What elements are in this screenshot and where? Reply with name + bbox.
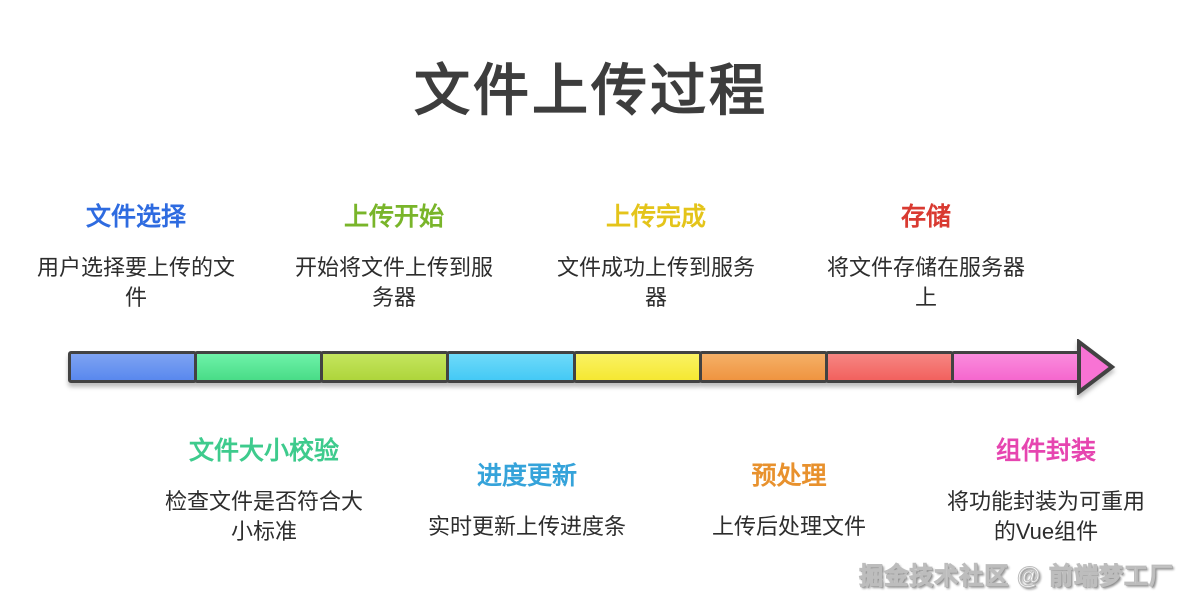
watermark: 掘金技术社区 @ 前端梦工厂 [859, 563, 1174, 591]
stage-title: 文件选择 [85, 203, 186, 231]
stage-title: 上传开始 [343, 203, 444, 231]
arrow-segment-storage [824, 351, 954, 383]
stage-description: 将功能封装为可重用的Vue组件 [946, 489, 1145, 544]
arrow-segment-component-wrap [950, 351, 1080, 383]
stage-storage: 存储 将文件存储在服务器上 [821, 203, 1031, 313]
stage-description: 将文件存储在服务器上 [826, 255, 1025, 310]
stage-description: 上传后处理文件 [711, 514, 866, 539]
stage-title: 上传完成 [605, 203, 706, 231]
stage-preprocess: 预处理 上传后处理文件 [684, 462, 894, 542]
arrow-segment-file-size-check [194, 351, 324, 383]
stage-description: 实时更新上传进度条 [427, 514, 626, 539]
stage-description: 用户选择要上传的文件 [36, 255, 235, 310]
arrow-segment-file-select [68, 351, 198, 383]
stage-description: 文件成功上传到服务器 [556, 255, 755, 310]
stage-upload-complete: 上传完成 文件成功上传到服务器 [551, 203, 761, 313]
stage-title: 存储 [900, 203, 951, 231]
stage-component-wrap: 组件封装 将功能封装为可重用的Vue组件 [941, 437, 1151, 547]
stage-title: 进度更新 [476, 462, 577, 490]
arrow-segment-upload-complete [572, 351, 702, 383]
arrow-head-icon [1077, 339, 1116, 395]
stage-title: 组件封装 [995, 437, 1096, 465]
page-title: 文件上传过程 [414, 59, 768, 122]
stage-file-size-check: 文件大小校验 检查文件是否符合大小标准 [159, 437, 369, 547]
stage-description: 开始将文件上传到服务器 [294, 255, 493, 310]
stage-file-select: 文件选择 用户选择要上传的文件 [31, 203, 241, 313]
arrow-segment-preprocess [698, 351, 828, 383]
stage-upload-start: 上传开始 开始将文件上传到服务器 [289, 203, 499, 313]
stage-description: 检查文件是否符合大小标准 [164, 489, 363, 544]
stage-progress-update: 进度更新 实时更新上传进度条 [422, 462, 632, 542]
arrow-segment-progress-update [446, 351, 576, 383]
arrow-head-shape [1077, 339, 1116, 395]
stage-title: 预处理 [751, 462, 827, 490]
process-arrow-segments [68, 351, 1080, 383]
arrow-segment-upload-start [320, 351, 450, 383]
stage-title: 文件大小校验 [188, 437, 339, 465]
